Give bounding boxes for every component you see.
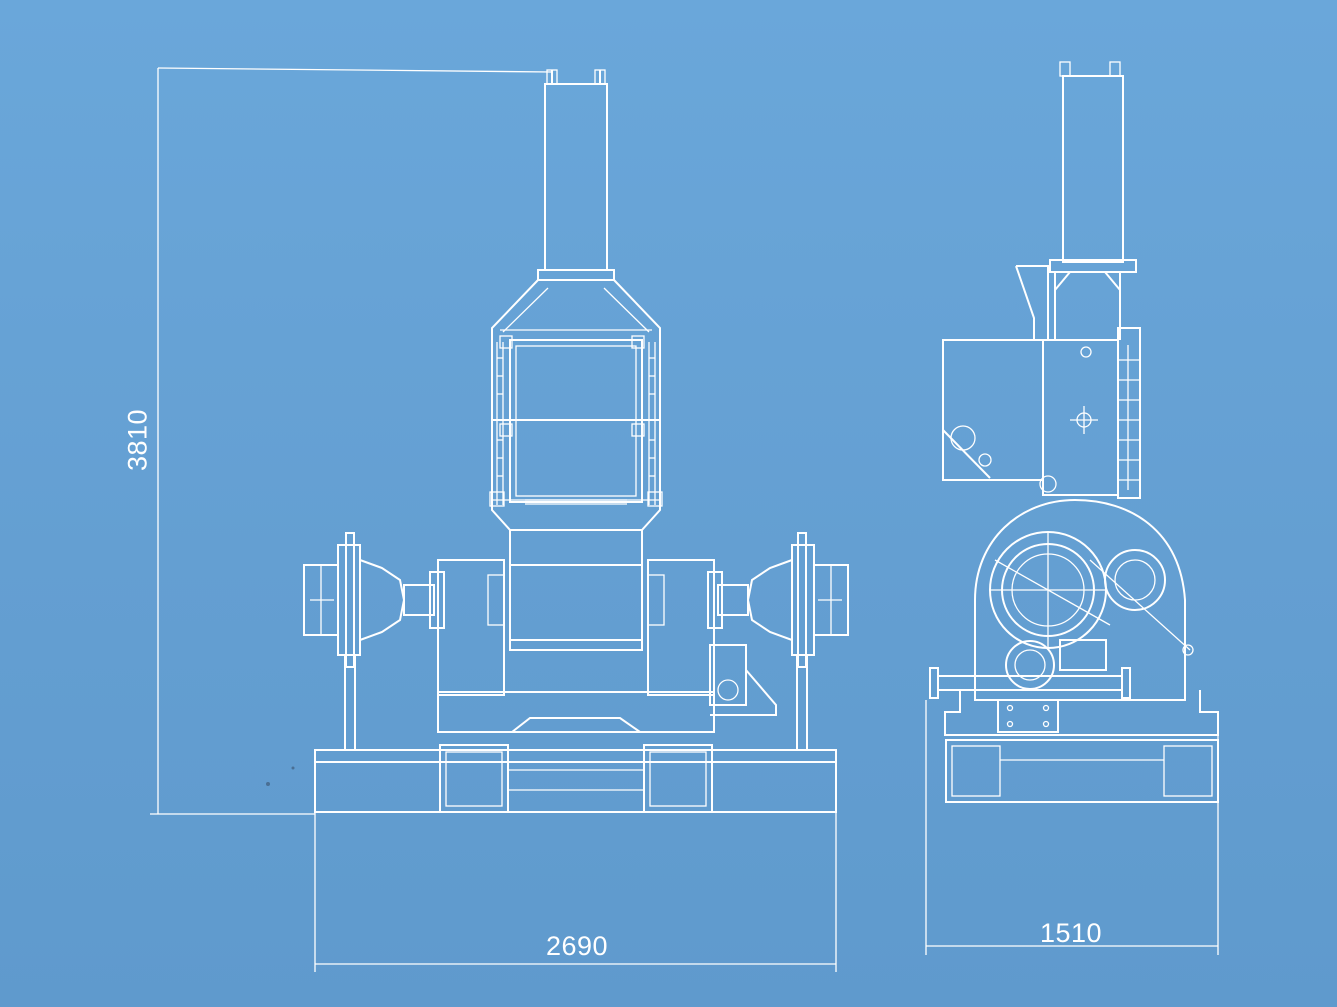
speck: [266, 782, 270, 786]
front-view: [303, 69, 849, 813]
height-extension-top: [157, 67, 553, 73]
front-body: [437, 529, 715, 733]
side-feed-chute: [1015, 265, 1121, 340]
side-base: [929, 667, 1219, 803]
front-left-drive: [303, 532, 445, 750]
front-base: [314, 744, 837, 813]
depth-dimension-label: 1510: [1040, 918, 1103, 948]
side-weight-chamber: [942, 327, 1141, 499]
front-cylinder: [537, 69, 615, 281]
side-mixer-body: [974, 498, 1194, 701]
dimension-lines: [150, 67, 1219, 972]
height-dimension-label: 3810: [122, 408, 153, 472]
front-right-drive: [707, 532, 849, 750]
side-view: [929, 61, 1219, 803]
side-cylinder: [1049, 61, 1137, 273]
speck: [291, 766, 295, 770]
width-dimension-label: 2690: [546, 931, 609, 961]
